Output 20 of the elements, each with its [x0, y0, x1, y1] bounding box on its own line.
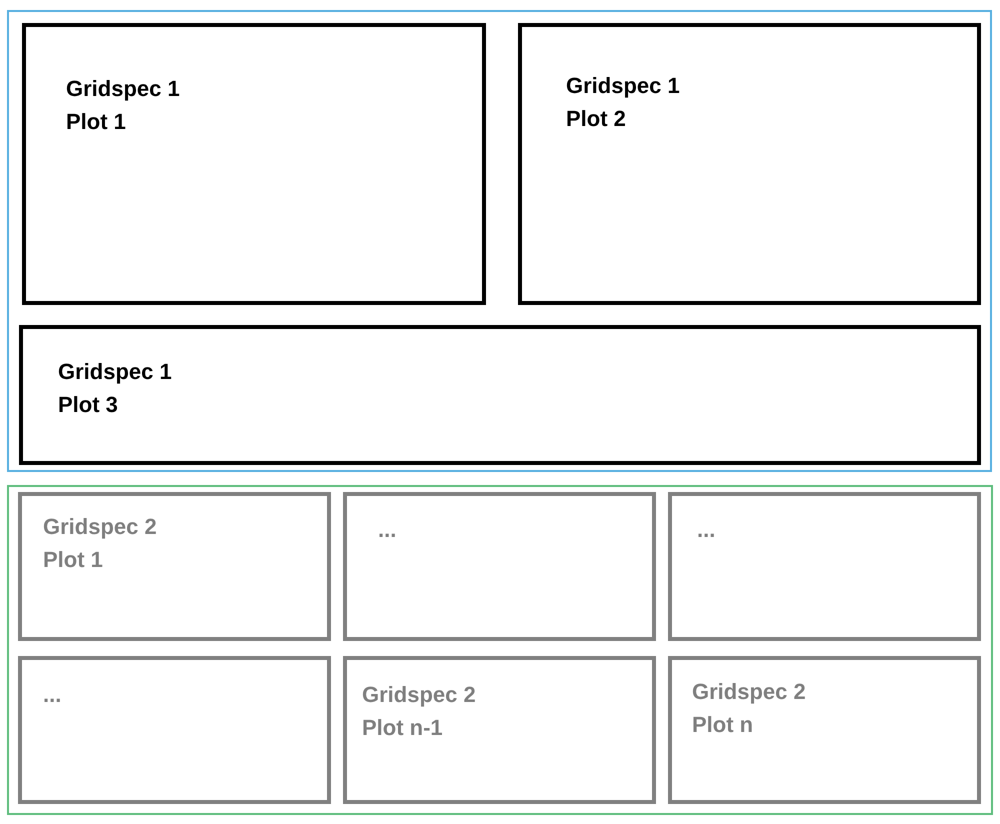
subplot-frame	[668, 656, 981, 804]
subplot-frame	[668, 492, 981, 641]
subplot-frame	[343, 656, 656, 804]
plot-label: ...	[378, 516, 396, 544]
subplot-frame	[18, 656, 331, 804]
group-frame	[7, 485, 993, 815]
plot-label: Gridspec 1 Plot 1	[66, 75, 181, 136]
group-frame	[7, 10, 992, 472]
plot-label: Gridspec 1 Plot 3	[58, 358, 173, 419]
subplot-frame	[18, 492, 331, 641]
plot-label: Gridspec 1 Plot 2	[566, 72, 681, 133]
plot-label: Gridspec 2 Plot n	[692, 678, 807, 739]
subplot-frame	[518, 23, 981, 305]
plot-label: ...	[697, 516, 716, 544]
subplot-frame	[343, 492, 656, 641]
plot-label: Gridspec 2 Plot n-1	[362, 681, 477, 742]
plot-label: ...	[43, 681, 62, 709]
subplot-frame	[22, 23, 486, 305]
subplot-frame	[19, 325, 981, 465]
plot-label: Gridspec 2 Plot 1	[43, 513, 158, 574]
